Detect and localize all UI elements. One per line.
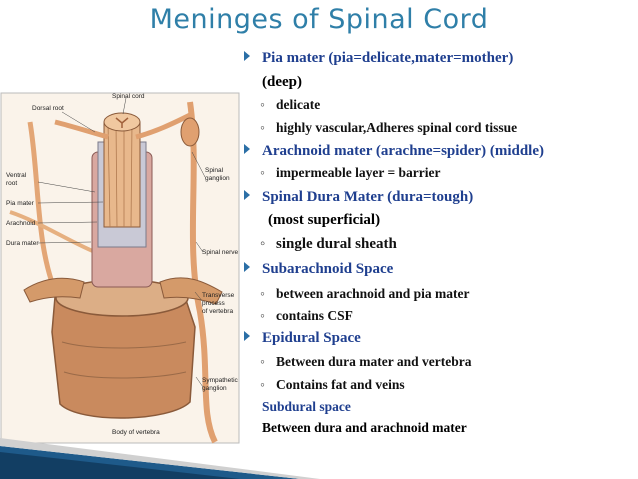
label-ventral-root-1: Ventral (6, 172, 27, 179)
dura-mater-continuation: (most superficial) (268, 212, 381, 228)
label-dura-mater: Dura mater (6, 240, 39, 247)
label-arachnoid: Arachnoid (6, 220, 36, 227)
bullet-arachnoid-mater: Arachnoid mater (arachne=spider) (middle… (244, 143, 544, 160)
transverse-process-right (159, 277, 223, 305)
arrow-bullet-icon (244, 190, 250, 200)
label-ventral-root-2: root (6, 180, 17, 187)
label-spinal-ganglion-1: Spinal (205, 167, 224, 174)
pia-sub-2: ◦highly vascular,Adheres spinal cord tis… (260, 120, 518, 135)
dura-sub-1: ◦single dural sheath (260, 236, 397, 252)
pia-sub-1: ◦delicate (260, 97, 321, 112)
label-sympathetic-2: ganglion (202, 385, 227, 392)
dorsal-root-right (135, 111, 194, 140)
arachnoid-sub-1: ◦impermeable layer = barrier (260, 165, 441, 180)
label-spinal-ganglion-2: ganglion (205, 175, 230, 182)
dorsal-root-left (54, 119, 109, 140)
bullet-subarachnoid-space: Subarachnoid Space (244, 261, 393, 278)
label-spinal-nerve: Spinal nerve (202, 249, 239, 256)
spinal-cord-section (103, 112, 141, 132)
bullet-pia-mater: Pia mater (pia=delicate,mater=mother) (244, 50, 513, 67)
subdural-space-label: Subdural space (262, 399, 351, 414)
vertebral-body (51, 296, 196, 419)
arrow-bullet-icon (244, 331, 250, 341)
slide-title: Meninges of Spinal Cord (149, 4, 489, 35)
epidural-sub-2: ◦Contains fat and veins (260, 377, 405, 392)
pia-mater-continuation: (deep) (262, 74, 302, 90)
label-body-of-vertebra: Body of vertebra (112, 429, 160, 436)
spinal-ganglion-shape (180, 117, 200, 147)
subarachnoid-sub-2: ◦contains CSF (260, 308, 353, 323)
label-transverse-2: process (202, 300, 226, 307)
subarachnoid-sub-1: ◦between arachnoid and pia mater (260, 286, 470, 301)
decorative-wedge (0, 438, 320, 479)
ventral-root-nerve (9, 210, 96, 254)
label-pia-mater: Pia mater (6, 200, 35, 207)
spinal-cord-figure: Spinal cord Dorsal root Ventral root Pia… (0, 92, 240, 444)
label-spinal-cord: Spinal cord (112, 93, 145, 100)
label-transverse-3: of vertebra (202, 308, 233, 315)
arrow-bullet-icon (244, 51, 250, 61)
bullet-epidural-space: Epidural Space (244, 330, 361, 347)
subdural-space-text: Between dura and arachnoid mater (262, 420, 467, 435)
arrow-bullet-icon (244, 262, 250, 272)
label-transverse-1: Transverse (202, 292, 235, 299)
label-sympathetic-1: Sympathetic (202, 377, 239, 384)
spinal-nerve-right (187, 101, 218, 444)
arrow-bullet-icon (244, 144, 250, 154)
transverse-process-left (23, 277, 85, 303)
bullet-dura-mater: Spinal Dura Mater (dura=tough) (244, 189, 473, 206)
epidural-sub-1: ◦Between dura mater and vertebra (260, 354, 472, 369)
label-dorsal-root: Dorsal root (32, 105, 64, 112)
